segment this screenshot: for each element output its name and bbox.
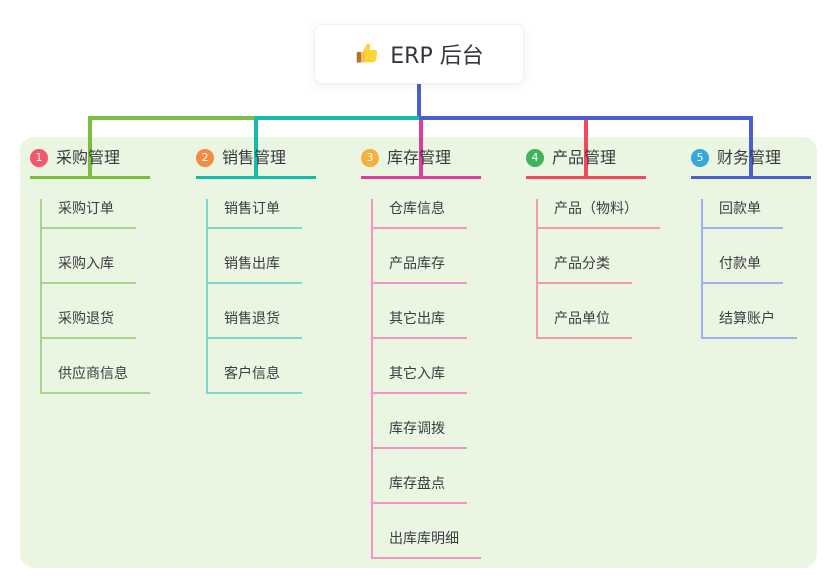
node-stock-transfer[interactable]: 库存调拨: [373, 419, 467, 449]
node-stock-count[interactable]: 库存盘点: [373, 474, 467, 504]
mindmap-background-panel: [20, 137, 817, 568]
node-payment-bill[interactable]: 付款单: [703, 254, 783, 284]
root-title: ERP 后台: [390, 44, 484, 69]
node-receipt-bill[interactable]: 回款单: [703, 199, 783, 229]
branch-product: 4 产品管理 产品（物料） 产品分类 产品单位: [526, 146, 660, 339]
branch-4-label: 产品管理: [552, 148, 617, 167]
branch-finance-title[interactable]: 5 财务管理: [691, 146, 811, 179]
branch-3-connector-line: [419, 116, 423, 177]
branch-5-badge: 5: [691, 149, 709, 167]
branch-1-badge: 1: [30, 149, 48, 167]
branch-inventory: 3 库存管理 仓库信息 产品库存 其它出库 其它入库 库存调拨 库存盘点 出库库…: [361, 146, 481, 559]
branch-1-connector-line: [88, 116, 92, 177]
node-settlement-account[interactable]: 结算账户: [703, 309, 797, 339]
branch-1-label: 采购管理: [56, 148, 121, 167]
root-connector-line: [417, 84, 421, 118]
node-purchase-return[interactable]: 采购退货: [42, 309, 136, 339]
node-sales-outbound[interactable]: 销售出库: [208, 254, 302, 284]
branch-2-label: 销售管理: [222, 148, 287, 167]
node-product-stock[interactable]: 产品库存: [373, 254, 467, 284]
branch-5-label: 财务管理: [717, 148, 782, 167]
node-supplier-info[interactable]: 供应商信息: [42, 364, 150, 394]
branch-5-children: 回款单 付款单 结算账户: [701, 199, 811, 339]
node-other-inbound[interactable]: 其它入库: [373, 364, 467, 394]
branch-product-title[interactable]: 4 产品管理: [526, 146, 646, 179]
branch-5-connector-line: [749, 116, 753, 177]
node-product-category[interactable]: 产品分类: [538, 254, 632, 284]
branch-4-connector-line: [584, 116, 588, 177]
node-outbound-detail[interactable]: 出库库明细: [373, 529, 481, 559]
branch-4-badge: 4: [526, 149, 544, 167]
branch-1-children: 采购订单 采购入库 采购退货 供应商信息: [40, 199, 150, 394]
node-warehouse-info[interactable]: 仓库信息: [373, 199, 467, 229]
node-purchase-inbound[interactable]: 采购入库: [42, 254, 136, 284]
node-other-outbound[interactable]: 其它出库: [373, 309, 467, 339]
branch-purchase: 1 采购管理 采购订单 采购入库 采购退货 供应商信息: [30, 146, 150, 394]
branch-4-children: 产品（物料） 产品分类 产品单位: [536, 199, 660, 339]
node-sales-return[interactable]: 销售退货: [208, 309, 302, 339]
node-product-material[interactable]: 产品（物料）: [538, 199, 660, 229]
node-product-unit[interactable]: 产品单位: [538, 309, 632, 339]
branch-sales-title[interactable]: 2 销售管理: [196, 146, 316, 179]
branch-2-badge: 2: [196, 149, 214, 167]
connector-segment-blue: [419, 116, 753, 120]
branch-finance: 5 财务管理 回款单 付款单 结算账户: [691, 146, 811, 339]
branch-3-label: 库存管理: [387, 148, 452, 167]
node-customer-info[interactable]: 客户信息: [208, 364, 302, 394]
connector-segment-green: [88, 116, 256, 120]
node-sales-order[interactable]: 销售订单: [208, 199, 302, 229]
thumbs-up-icon: [356, 43, 378, 63]
branch-2-children: 销售订单 销售出库 销售退货 客户信息: [206, 199, 316, 394]
branch-purchase-title[interactable]: 1 采购管理: [30, 146, 150, 179]
connector-segment-teal: [254, 116, 421, 120]
branch-inventory-title[interactable]: 3 库存管理: [361, 146, 481, 179]
root-node[interactable]: ERP 后台: [314, 24, 524, 84]
branch-3-badge: 3: [361, 149, 379, 167]
branch-3-children: 仓库信息 产品库存 其它出库 其它入库 库存调拨 库存盘点 出库库明细: [371, 199, 481, 559]
branch-sales: 2 销售管理 销售订单 销售出库 销售退货 客户信息: [196, 146, 316, 394]
branch-2-connector-line: [254, 116, 258, 177]
node-purchase-order[interactable]: 采购订单: [42, 199, 136, 229]
